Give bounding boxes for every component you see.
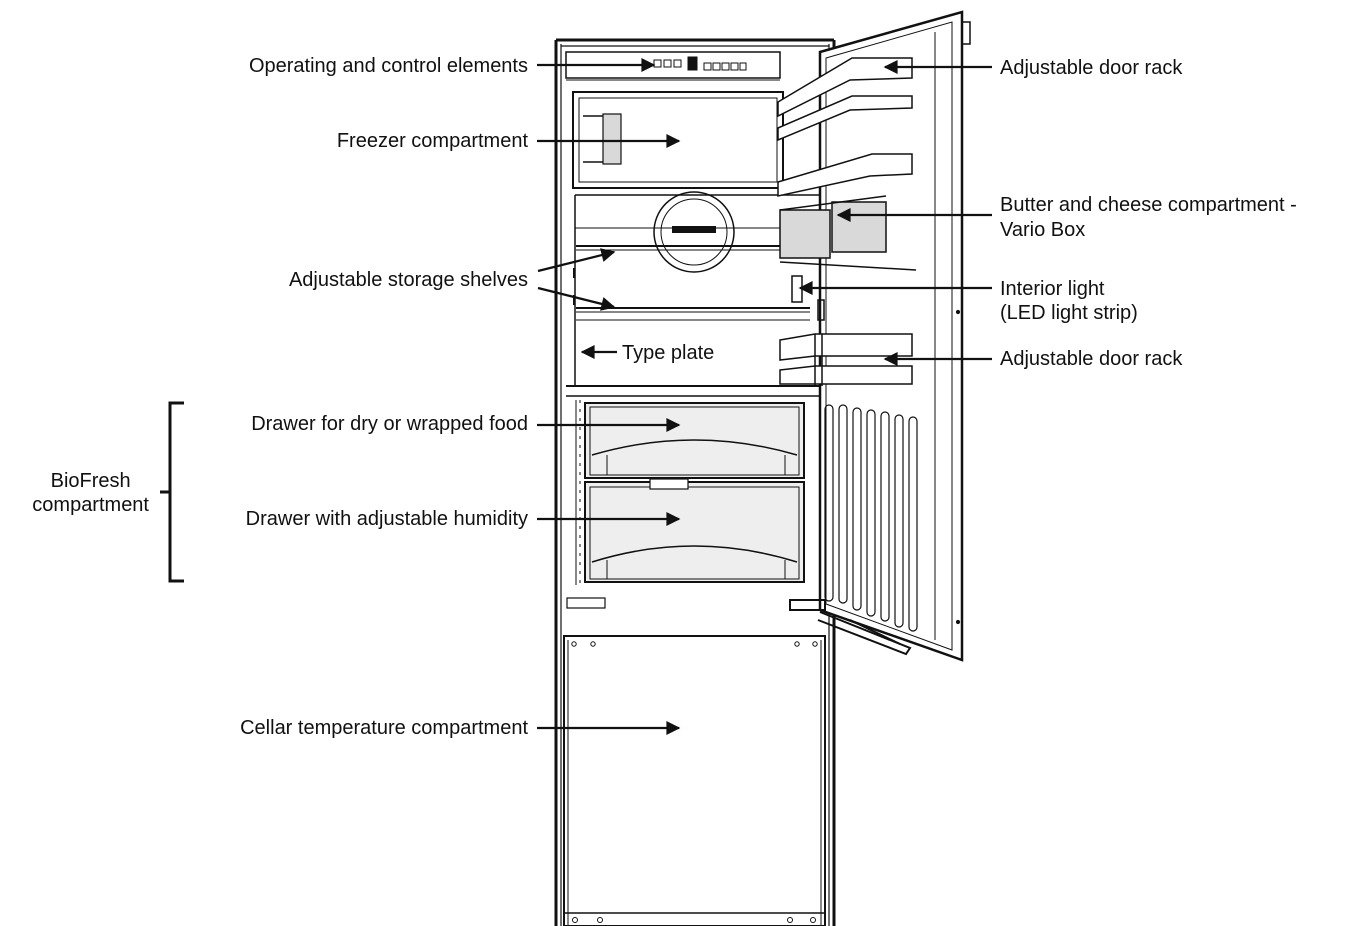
- biofresh-bracket: [160, 401, 184, 583]
- cellar-panel: [563, 635, 826, 926]
- humidity-drawer: [584, 478, 805, 583]
- arrow-shelf-upper: [537, 248, 616, 273]
- label-interior-light: Interior light (LED light strip): [1000, 278, 1138, 324]
- biofresh-divider: [566, 385, 822, 585]
- cellar-header: [566, 597, 606, 609]
- label-butter-cheese-box: Butter and cheese compartment - Vario Bo…: [1000, 194, 1297, 241]
- callout-arrows: [537, 58, 992, 735]
- label-biofresh-compartment: BioFresh compartment: [32, 470, 149, 516]
- storage-shelves: [576, 245, 810, 321]
- arrow-shelf-lower: [537, 286, 616, 311]
- label-door-rack-top: Adjustable door rack: [1000, 57, 1183, 79]
- label-storage-shelves: Adjustable storage shelves: [288, 269, 528, 291]
- freezer-compartment-drawing: [572, 91, 784, 189]
- dry-food-drawer: [584, 402, 805, 479]
- label-type-plate: Type plate: [622, 342, 715, 364]
- label-freezer-compartment: Freezer compartment: [336, 130, 528, 152]
- label-door-rack-lower: Adjustable door rack: [1000, 348, 1183, 370]
- label-dry-food-drawer: Drawer for dry or wrapped food: [251, 413, 528, 435]
- label-humidity-drawer: Drawer with adjustable humidity: [245, 508, 528, 530]
- label-operating-controls: Operating and control elements: [248, 55, 528, 77]
- label-cellar-compartment: Cellar temperature compartment: [240, 717, 528, 739]
- open-door: [777, 10, 971, 662]
